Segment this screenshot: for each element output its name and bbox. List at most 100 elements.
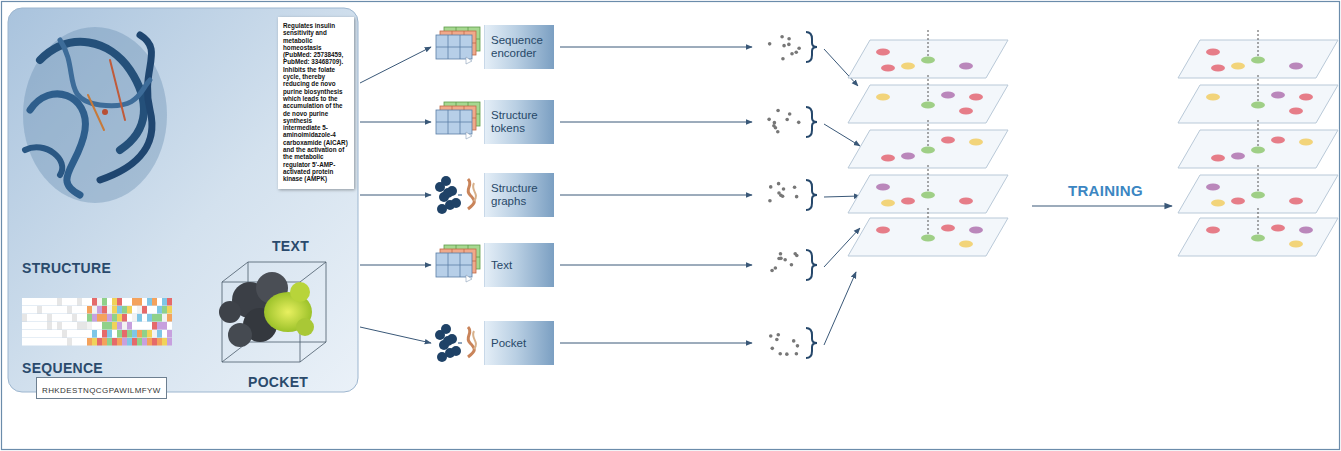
alignment-cell [37, 322, 42, 330]
alignment-cell [47, 306, 52, 314]
merge-arrow [824, 124, 860, 146]
cluster-point [881, 65, 895, 72]
alignment-cell [52, 314, 57, 322]
latent-plane [1178, 85, 1338, 123]
query-line [928, 28, 929, 60]
alignment-cell [157, 306, 162, 314]
alignment-cell [27, 322, 32, 330]
latent-plane [848, 130, 1008, 168]
encoder-block: Text [432, 243, 554, 287]
alignment-cell [67, 330, 72, 338]
input-arrow [360, 47, 431, 83]
alignment-cell [167, 314, 172, 322]
alignment-cell [87, 322, 92, 330]
alignment-cell [77, 330, 82, 338]
alignment-cell [27, 330, 32, 338]
embedding-dot [774, 266, 778, 270]
alignment-cell [137, 298, 142, 306]
embedding-dot [770, 269, 774, 273]
alignment-cell [167, 330, 172, 338]
alignment-cell [162, 306, 167, 314]
output-arrow [560, 122, 752, 123]
alignment-cell [37, 338, 42, 346]
alignment-cell [62, 330, 67, 338]
alignment-cell [82, 314, 87, 322]
arrow-mark [458, 194, 462, 196]
alignment-cell [137, 322, 142, 330]
alignment-cell [117, 298, 122, 306]
query-point [921, 147, 935, 154]
embedding-dot [785, 118, 789, 122]
encoder-label: Text [491, 259, 512, 272]
cluster-point [1206, 184, 1220, 191]
alignment-cell [32, 322, 37, 330]
cluster-point [969, 227, 983, 234]
alignment-cell [22, 338, 27, 346]
alignment-cell [87, 338, 92, 346]
latent-plane [1178, 130, 1338, 168]
alignment-cell [167, 322, 172, 330]
alignment-cell [132, 338, 137, 346]
alignment-cell [107, 298, 112, 306]
embedding-dot [775, 338, 779, 342]
panel-label: TEXT [272, 238, 309, 254]
alignment-cell [112, 314, 117, 322]
alignment-cell [77, 338, 82, 346]
alignment-cell [62, 298, 67, 306]
alignment-cell [137, 330, 142, 338]
alignment-cell [42, 298, 47, 306]
cluster-point [1289, 108, 1303, 115]
cluster-point [959, 63, 973, 70]
alignment-cell [67, 338, 72, 346]
embedding-dot [788, 112, 792, 116]
alignment-cell [72, 322, 77, 330]
alignment-cell [97, 338, 102, 346]
latent-plane [848, 175, 1008, 213]
alignment-cell [32, 298, 37, 306]
output-arrow [560, 265, 752, 266]
alignment-cell [132, 322, 137, 330]
embedding-dot [795, 352, 799, 356]
embedding-dot [767, 118, 771, 122]
cluster-point [881, 155, 895, 162]
alignment-cell [62, 338, 67, 346]
alignment-cell [162, 314, 167, 322]
alignment-cell [37, 306, 42, 314]
alignment-cell [97, 306, 102, 314]
alignment-cell [142, 306, 147, 314]
query-point [921, 235, 935, 242]
embedding-dot [769, 334, 773, 338]
alignment-cell [77, 298, 82, 306]
alignment-cell [57, 306, 62, 314]
alignment-cell [87, 330, 92, 338]
alignment-cell [157, 330, 162, 338]
embedding-dot [782, 187, 786, 191]
alignment-cell [67, 306, 72, 314]
alignment-cell [132, 306, 137, 314]
alignment-cell [102, 322, 107, 330]
cluster-point [959, 241, 973, 248]
cluster-point [881, 200, 895, 207]
grid-layer [436, 253, 472, 277]
query-line [928, 206, 929, 238]
alignment-cell [157, 314, 162, 322]
alignment-cell [142, 330, 147, 338]
alignment-cell [117, 330, 122, 338]
grid-layer [436, 35, 472, 59]
alignment-cell [72, 338, 77, 346]
alignment-cell [147, 306, 152, 314]
encoder-tab: Pocket [484, 321, 554, 365]
embedding-dot [797, 121, 801, 125]
cluster-point [941, 137, 955, 144]
encoder-tab: Sequence encorder [484, 25, 554, 69]
cluster-point [1289, 198, 1303, 205]
cluster-point [1271, 225, 1285, 232]
query-point [1251, 57, 1265, 64]
cluster-point [1299, 94, 1313, 101]
query-point [1251, 147, 1265, 154]
embedding-dot [768, 199, 772, 203]
cluster-point [1299, 227, 1313, 234]
alignment-cell [32, 338, 37, 346]
alignment-cell [62, 322, 67, 330]
